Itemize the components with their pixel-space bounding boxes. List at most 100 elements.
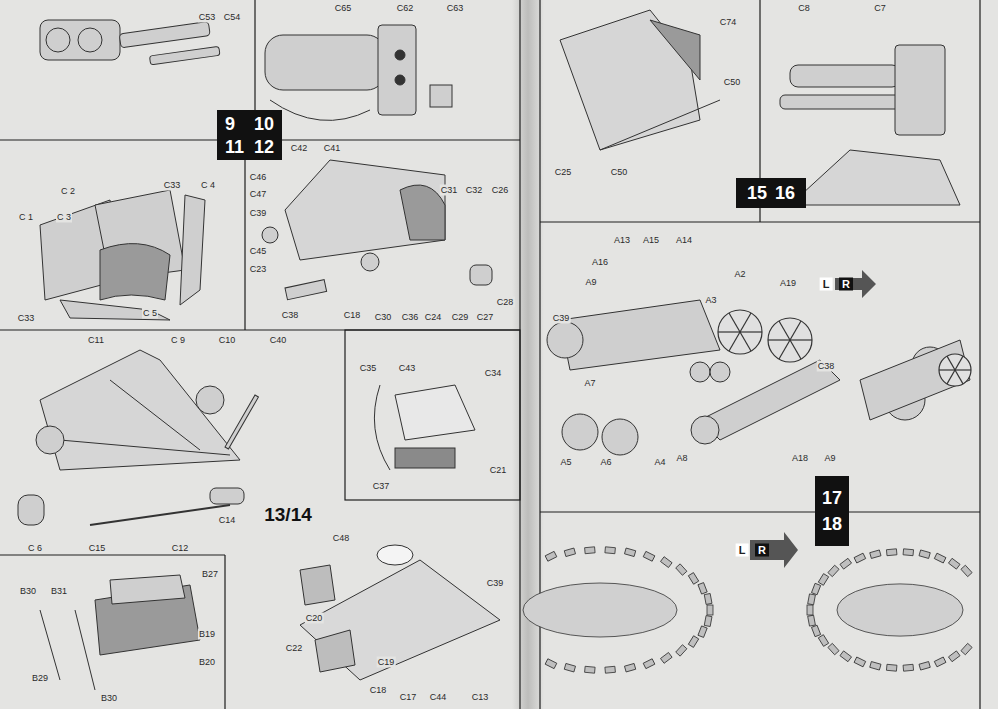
callout-number: A9 <box>584 277 597 288</box>
callout-number: C54 <box>223 12 242 23</box>
callout-number: C18 <box>343 310 362 321</box>
track-link <box>585 666 596 673</box>
track-link <box>564 548 575 557</box>
track-link <box>698 626 707 637</box>
track-link <box>934 553 946 563</box>
callout-number: B27 <box>201 569 219 580</box>
track-link <box>870 662 881 671</box>
callout-number: C19 <box>377 657 396 668</box>
callout-number: C41 <box>323 143 342 154</box>
callout-number: C22 <box>285 643 304 654</box>
track-link <box>854 657 866 667</box>
callout-number: C63 <box>446 3 465 14</box>
callout-number: C39 <box>249 208 268 219</box>
callout-number: C17 <box>399 692 418 703</box>
callout-number: C 4 <box>200 180 216 191</box>
step-number: 9 <box>225 114 244 134</box>
callout-number: C8 <box>797 3 811 14</box>
callout-number: C44 <box>429 692 448 703</box>
side-key: L <box>736 544 749 557</box>
track-link <box>545 659 557 669</box>
callout-number: C34 <box>484 368 503 379</box>
track-link <box>545 551 557 561</box>
track-link <box>840 558 852 569</box>
callout-number: B31 <box>50 586 68 597</box>
step-number: 15 <box>747 183 767 203</box>
callout-number: C38 <box>817 361 836 372</box>
step-badge: 1718 <box>815 476 849 546</box>
track-link <box>934 657 946 667</box>
track-link <box>704 616 712 627</box>
callout-number: C38 <box>281 310 300 321</box>
callout-number: C13 <box>471 692 490 703</box>
callout-number: C46 <box>249 172 268 183</box>
callout-number: C50 <box>723 77 742 88</box>
callout-number: C45 <box>249 246 268 257</box>
track-link <box>698 583 707 594</box>
track-link <box>903 664 914 671</box>
road-wheel <box>939 354 971 386</box>
callout-number: C39 <box>552 313 571 324</box>
callout-number: C32 <box>465 185 484 196</box>
callout-number: C42 <box>290 143 309 154</box>
callout-number: C 5 <box>142 308 158 319</box>
step-badge: 1516 <box>736 178 806 208</box>
callout-number: A3 <box>704 295 717 306</box>
callout-number: B29 <box>31 673 49 684</box>
road-wheel <box>718 310 762 354</box>
callout-number: C33 <box>163 180 182 191</box>
callout-number: C12 <box>171 543 190 554</box>
callout-number: A7 <box>583 378 596 389</box>
callout-number: B30 <box>100 693 118 704</box>
callout-number: C14 <box>218 515 237 526</box>
callout-number: C26 <box>491 185 510 196</box>
callout-number: C21 <box>489 465 508 476</box>
track-link <box>624 548 635 557</box>
track-link <box>688 636 698 648</box>
callout-number: C36 <box>401 312 420 323</box>
track-link <box>840 651 852 662</box>
callout-number: C30 <box>374 312 393 323</box>
track-link <box>903 549 914 556</box>
callout-number: C 2 <box>60 186 76 197</box>
track-link <box>605 666 616 673</box>
callout-number: C 6 <box>27 543 43 554</box>
callout-number: A13 <box>613 235 631 246</box>
track-link <box>961 565 972 576</box>
callout-number: A14 <box>675 235 693 246</box>
track-link <box>643 659 655 669</box>
side-key: R <box>839 278 853 291</box>
callout-number: B19 <box>198 629 216 640</box>
callout-number: A5 <box>559 457 572 468</box>
callout-number: C74 <box>719 17 738 28</box>
callout-number: C62 <box>396 3 415 14</box>
callout-number: C31 <box>440 185 459 196</box>
track-link <box>811 583 820 594</box>
callout-number: A18 <box>791 453 809 464</box>
callout-number: A16 <box>591 257 609 268</box>
callout-number: A4 <box>653 457 666 468</box>
callout-number: B30 <box>19 586 37 597</box>
callout-number: C37 <box>372 481 391 492</box>
road-wheel <box>768 318 812 362</box>
step-number: 10 <box>254 114 274 134</box>
callout-number: C15 <box>88 543 107 554</box>
step-number: 17 <box>822 488 842 508</box>
track-link <box>643 551 655 561</box>
track-link <box>564 663 575 672</box>
callout-number: C28 <box>496 297 515 308</box>
callout-number: C48 <box>332 533 351 544</box>
track-link <box>828 643 839 654</box>
callout-number: C53 <box>198 12 217 23</box>
callout-number: C 9 <box>170 335 186 346</box>
callout-number: A15 <box>642 235 660 246</box>
track-link <box>808 594 816 605</box>
track-link <box>886 549 897 556</box>
callout-number: C39 <box>486 578 505 589</box>
callout-number: A2 <box>733 269 746 280</box>
track-link <box>605 547 616 554</box>
track-link <box>919 550 930 559</box>
